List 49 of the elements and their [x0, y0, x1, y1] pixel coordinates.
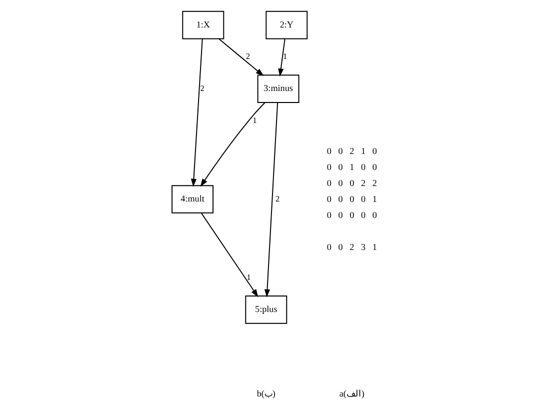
edge-label: 1	[252, 116, 257, 125]
label: 0	[361, 194, 366, 204]
label: 2	[361, 178, 366, 188]
arrow	[200, 102, 266, 187]
label: 2	[350, 146, 354, 156]
label: 1	[350, 162, 354, 172]
node-box: 2:Y	[266, 10, 308, 40]
label: 0	[361, 210, 366, 220]
arrow	[264, 102, 278, 298]
edge-label: 1	[283, 52, 288, 62]
label: b(ب)	[256, 388, 276, 398]
label: 0	[326, 194, 332, 204]
label: 0	[350, 194, 354, 204]
arrow	[190, 38, 203, 187]
arrow	[218, 38, 264, 76]
label: 0	[338, 194, 343, 204]
label: 0	[350, 178, 354, 188]
edge-label: 1	[246, 272, 251, 282]
label: 0	[326, 146, 332, 156]
arrow	[278, 38, 286, 77]
node-box: 3:minus	[257, 74, 300, 103]
label: 0	[338, 146, 343, 156]
node-box: 1:X	[182, 10, 224, 40]
label: 0	[350, 210, 354, 220]
node-box: 4:mult	[172, 185, 214, 214]
label: 0	[338, 210, 343, 220]
label: 0	[326, 210, 332, 220]
label: a(الف)	[339, 388, 364, 398]
label: 1	[361, 146, 366, 156]
label: 2	[372, 178, 377, 188]
arrow	[200, 212, 258, 298]
label: 2	[350, 242, 354, 252]
label: 0	[338, 242, 343, 252]
label: 0	[326, 242, 332, 252]
label: 1	[372, 194, 377, 204]
label: 0	[338, 162, 343, 172]
label: 0	[361, 162, 366, 172]
edge-label: 2	[200, 84, 204, 93]
label: 0	[326, 178, 332, 188]
label: 0	[372, 162, 377, 172]
edge-label: 2	[246, 52, 250, 62]
label: 0	[372, 210, 377, 220]
label: 1	[372, 242, 377, 252]
edge-label: 2	[275, 194, 280, 204]
node-box: 5:plus	[245, 296, 288, 324]
label: 3	[361, 242, 366, 252]
label: 0	[372, 146, 377, 156]
label: 0	[338, 178, 343, 188]
label: 0	[326, 162, 332, 172]
